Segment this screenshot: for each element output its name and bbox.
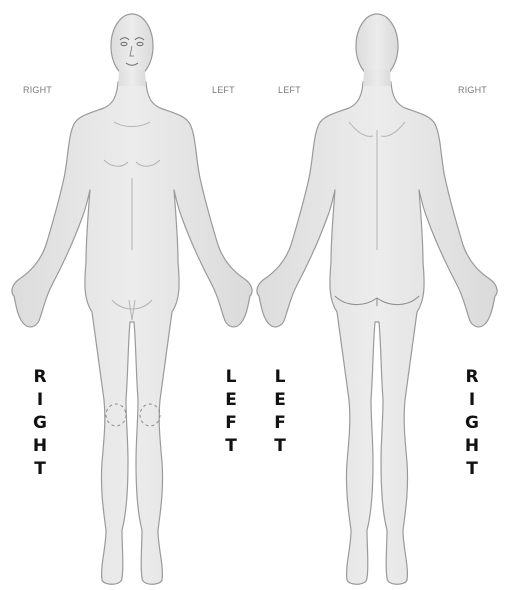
letter: H bbox=[28, 435, 52, 458]
back-left-side-label: LEFT bbox=[278, 85, 301, 95]
letter: I bbox=[28, 389, 52, 412]
front-body-outline bbox=[12, 82, 252, 584]
back-right-side-label: RIGHT bbox=[458, 85, 487, 95]
letter: H bbox=[460, 435, 484, 458]
letter: L bbox=[219, 366, 243, 389]
letter: G bbox=[28, 412, 52, 435]
back-left-vertical-label: L E F T bbox=[268, 366, 292, 458]
front-figure bbox=[12, 14, 252, 584]
letter: T bbox=[28, 458, 52, 481]
letter: T bbox=[268, 435, 292, 458]
letter: I bbox=[460, 389, 484, 412]
back-head bbox=[356, 14, 398, 78]
letter: T bbox=[460, 458, 484, 481]
front-neck bbox=[118, 70, 146, 86]
back-right-vertical-label: R I G H T bbox=[460, 366, 484, 481]
letter: E bbox=[268, 389, 292, 412]
letter: E bbox=[219, 389, 243, 412]
letter: F bbox=[219, 412, 243, 435]
letter: R bbox=[460, 366, 484, 389]
letter: R bbox=[28, 366, 52, 389]
front-right-side-label: RIGHT bbox=[23, 85, 52, 95]
front-left-vertical-label: L E F T bbox=[219, 366, 243, 458]
back-neck bbox=[363, 70, 391, 86]
letter: T bbox=[219, 435, 243, 458]
letter: G bbox=[460, 412, 484, 435]
letter: F bbox=[268, 412, 292, 435]
letter: L bbox=[268, 366, 292, 389]
front-left-side-label: LEFT bbox=[212, 85, 235, 95]
front-right-vertical-label: R I G H T bbox=[28, 366, 52, 481]
